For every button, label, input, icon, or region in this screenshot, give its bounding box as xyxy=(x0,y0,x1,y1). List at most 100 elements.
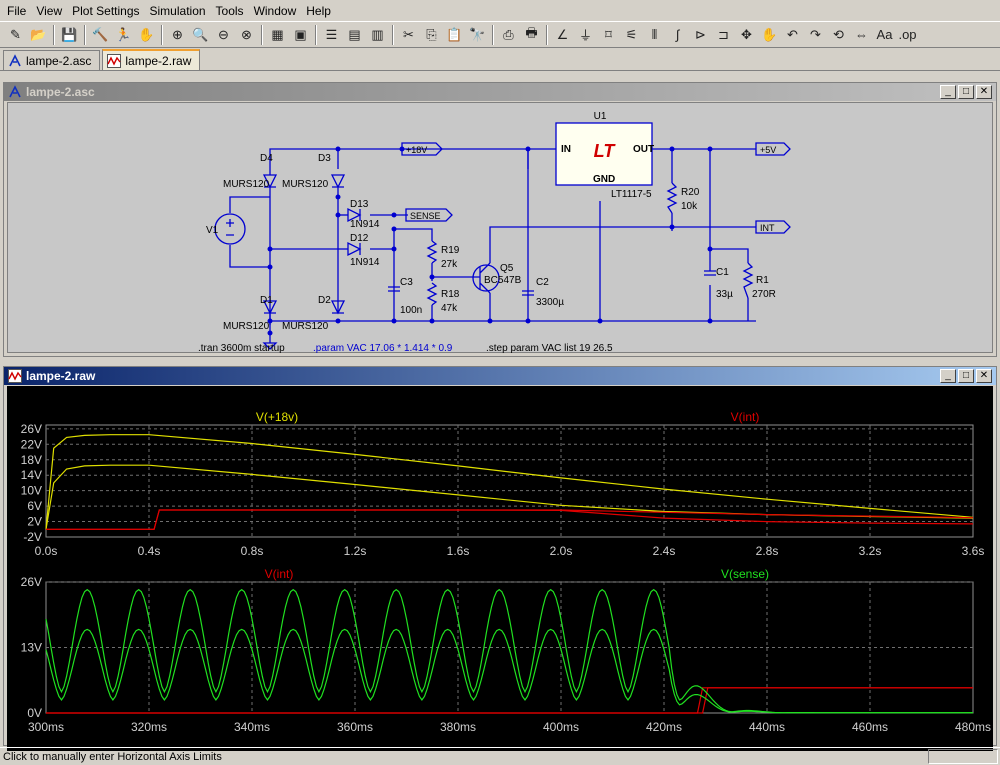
legend-label: V(int) xyxy=(731,410,760,424)
legend-label: V(+18v) xyxy=(256,410,298,424)
close-button[interactable]: ✕ xyxy=(976,369,992,383)
schematic-window-title: lampe-2.asc xyxy=(26,85,95,99)
directive-param[interactable]: .param VAC 17.06 * 1.414 * 0.9 xyxy=(313,343,453,354)
waveform-titlebar[interactable]: lampe-2.raw _ □ ✕ xyxy=(4,367,996,385)
menu-plot-settings[interactable]: Plot Settings xyxy=(72,3,140,18)
d12-part: 1N914 xyxy=(350,257,380,268)
r20-value: 10k xyxy=(681,201,698,212)
toolbar: ✎ 📂 💾 🔨 🏃 ✋ ⊕ 🔍 ⊖ ⊗ ▦ ▣ ☰ ▤ ▥ ✂ ⎘ 📋 🔭 ⎙ 🖶 ∠ ⏚ ⌑ ⚟ ⫴ ∫ ⊳ ⊐ ✥ ✋ ↶ ↷ ⟲ ⇔ Aa .op xyxy=(0,21,1000,48)
y-tick-label: 2V xyxy=(27,515,42,529)
zoom-in-icon[interactable]: ⊕ xyxy=(172,26,183,42)
toolbar-separator xyxy=(53,24,55,45)
u1-out-pin: OUT xyxy=(633,144,654,155)
menu-tools[interactable]: Tools xyxy=(215,3,244,18)
diode-icon[interactable]: ⊳ xyxy=(695,26,706,42)
menu-window[interactable]: Window xyxy=(253,3,297,18)
y-tick-label: 6V xyxy=(27,499,42,513)
status-bar: Click to manually enter Horizontal Axis … xyxy=(0,747,1000,765)
q5-label: Q5 xyxy=(500,263,514,274)
pan-icon[interactable]: 🔍 xyxy=(192,26,209,42)
mirror-icon[interactable]: ⇔ xyxy=(855,27,868,42)
r1-label: R1 xyxy=(756,275,769,286)
directive-tran[interactable]: .tran 3600m startup xyxy=(198,343,285,354)
open-icon[interactable]: 📂 xyxy=(30,26,47,42)
x-tick-label: 360ms xyxy=(337,720,373,734)
y-tick-label: 18V xyxy=(21,453,42,467)
r1-value: 270R xyxy=(752,289,776,300)
regulator-u1[interactable] xyxy=(555,122,653,186)
x-tick-label: 420ms xyxy=(646,720,682,734)
schematic-window: lampe-2.asc _ □ ✕ xyxy=(3,82,997,357)
schematic-canvas[interactable]: U1 IN OUT GND LT LT1117-5 D4 D3 MURS120 … xyxy=(7,102,993,354)
zoom-cancel-icon[interactable]: ⊗ xyxy=(241,26,252,42)
menu-file[interactable]: File xyxy=(7,3,27,18)
x-tick-label: 0.4s xyxy=(138,544,161,558)
tile-vertical-icon[interactable]: ▤ xyxy=(348,26,361,42)
ground-icon[interactable]: ⏚ xyxy=(578,28,592,43)
undo-icon[interactable]: ↶ xyxy=(787,26,798,42)
net-flag-sense: SENSE xyxy=(410,211,441,221)
maximize-button[interactable]: □ xyxy=(958,85,974,99)
cut-icon[interactable]: ✂ xyxy=(403,26,414,42)
menu-simulation[interactable]: Simulation xyxy=(149,3,206,18)
menu-bar: File View Plot Settings Simulation Tools Wind… xyxy=(0,0,1000,21)
x-tick-label: 2.4s xyxy=(653,544,676,558)
copy-icon[interactable]: ⎘ xyxy=(426,26,437,42)
new-schematic-icon[interactable]: ✎ xyxy=(10,26,21,42)
spice-directive-icon[interactable]: .op xyxy=(898,27,917,42)
component-icon[interactable]: ⊐ xyxy=(718,26,729,42)
draw-wire-icon[interactable]: ∠ xyxy=(556,26,569,42)
control-panel-icon[interactable]: 🔨 xyxy=(92,26,109,42)
move-icon[interactable]: ✥ xyxy=(741,26,752,42)
x-tick-label: 460ms xyxy=(852,720,888,734)
series-line-3 xyxy=(45,628,973,714)
autorange-icon[interactable]: ▦ xyxy=(271,26,284,42)
x-tick-label: 440ms xyxy=(749,720,785,734)
redo-icon[interactable]: ↷ xyxy=(810,26,821,42)
legend-label: V(int) xyxy=(265,567,294,581)
tab-waveform[interactable]: lampe-2.raw xyxy=(102,49,201,70)
minimize-button[interactable]: _ xyxy=(940,369,956,383)
label-net-icon[interactable]: ⌑ xyxy=(605,26,612,42)
rotate-icon[interactable]: ⟲ xyxy=(833,26,844,42)
c1-label: C1 xyxy=(716,267,729,278)
print-setup-icon[interactable]: ⎙ xyxy=(503,26,514,42)
q5-part: BC547B xyxy=(484,275,522,286)
minimize-button[interactable]: _ xyxy=(940,85,956,99)
capacitor-icon[interactable]: ⫴ xyxy=(651,26,658,42)
menu-help[interactable]: Help xyxy=(306,3,331,18)
print-icon[interactable]: 🖶 xyxy=(525,24,538,40)
document-tabs: lampe-2.asc lampe-2.raw xyxy=(0,49,1000,71)
close-button[interactable]: ✕ xyxy=(976,85,992,99)
paste-icon[interactable]: 📋 xyxy=(446,26,463,42)
c2-value: 3300µ xyxy=(536,297,564,308)
x-tick-label: 320ms xyxy=(131,720,167,734)
save-icon[interactable]: 💾 xyxy=(61,26,78,42)
tile-horizontal-icon[interactable]: ☰ xyxy=(325,26,338,42)
resistor-icon[interactable]: ⚟ xyxy=(625,26,638,42)
zoom-out-icon[interactable]: ⊖ xyxy=(218,26,229,42)
directive-step[interactable]: .step param VAC list 19 26.5 xyxy=(486,343,613,354)
text-icon[interactable]: Aa xyxy=(876,27,893,42)
schematic-titlebar[interactable]: lampe-2.asc _ □ ✕ xyxy=(4,83,996,101)
net-flag-18v: +18V xyxy=(406,145,427,155)
waveform-icon xyxy=(107,53,122,68)
pick-visible-icon[interactable]: ▣ xyxy=(294,26,307,42)
toolbar-separator xyxy=(261,24,263,45)
drag-icon[interactable]: ✋ xyxy=(761,26,778,42)
tab-schematic[interactable]: lampe-2.asc xyxy=(3,50,101,70)
run-icon[interactable]: 🏃 xyxy=(115,26,132,42)
inductor-icon[interactable]: ∫ xyxy=(675,27,680,42)
find-icon[interactable]: 🔭 xyxy=(469,26,486,42)
r18-value: 47k xyxy=(441,303,458,314)
maximize-button[interactable]: □ xyxy=(958,369,974,383)
lt-logo: LT xyxy=(594,141,617,161)
r19-value: 27k xyxy=(441,259,458,270)
cascade-icon[interactable]: ▥ xyxy=(371,26,384,42)
u1-gnd-pin: GND xyxy=(593,174,615,185)
menu-view[interactable]: View xyxy=(36,3,63,18)
halt-icon[interactable]: ✋ xyxy=(138,26,155,42)
